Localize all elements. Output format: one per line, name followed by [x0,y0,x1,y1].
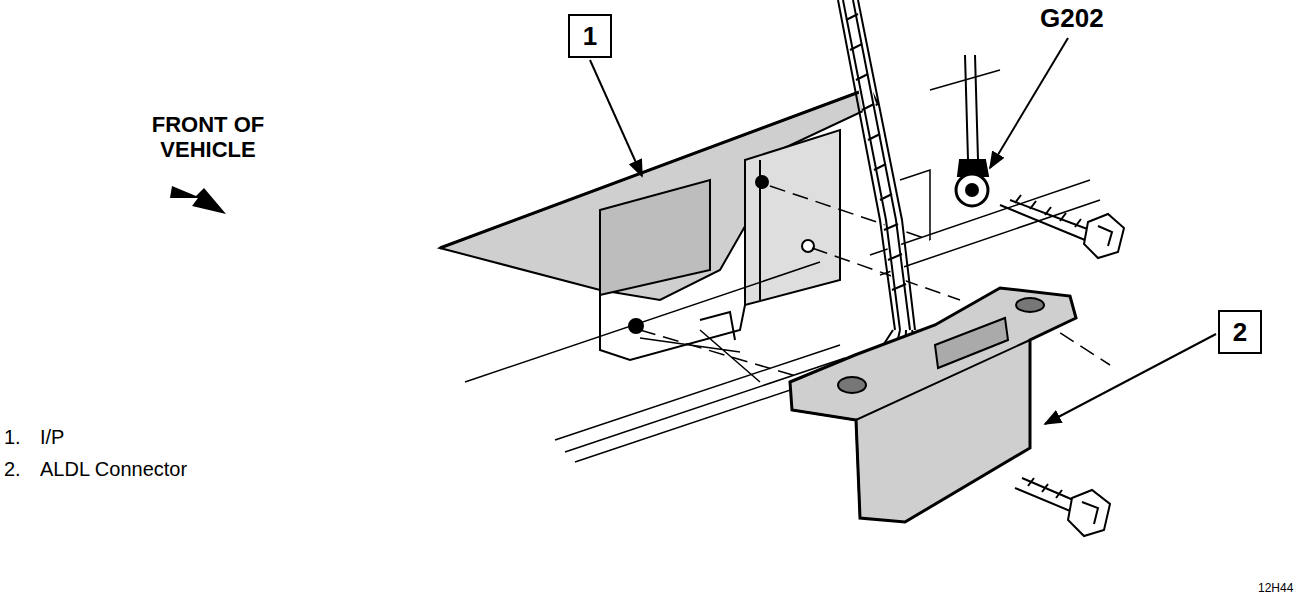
figure-code: 12H44 [1258,582,1293,596]
part-name: ALDL Connector [40,458,187,481]
callout-number: 2 [1233,319,1247,345]
leader-line [590,38,1216,424]
ground-label: G202 [1040,4,1104,34]
direction-arrow [170,186,226,214]
screw [1015,478,1110,536]
wire-harness [838,0,930,354]
part-name: I/P [40,426,64,449]
ground-terminal [956,55,988,206]
screw [1000,195,1124,258]
legend-number: 2. [4,458,21,481]
callout-box: 1 [568,14,612,58]
callout-number: 1 [583,23,597,49]
callout-box: 2 [1218,310,1262,354]
direction-note: FRONT OF VEHICLE [108,112,308,163]
aldl-connector [790,288,1076,522]
legend-number: 1. [4,426,21,449]
